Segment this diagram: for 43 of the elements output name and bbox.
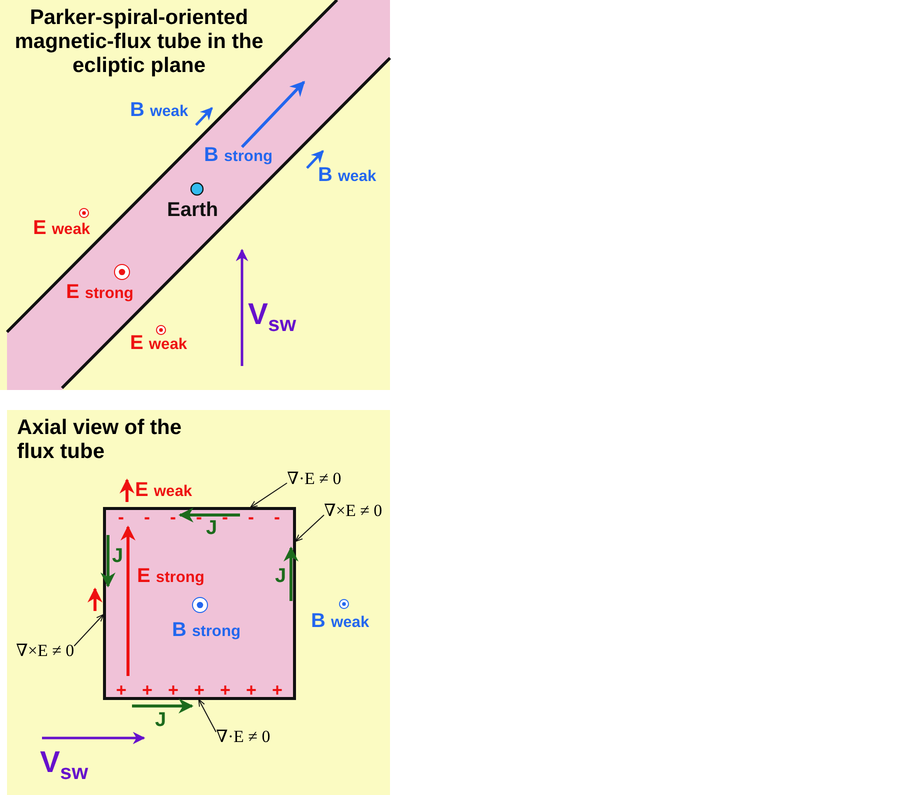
leader-line — [198, 698, 216, 732]
diagram-panel — [7, 410, 390, 795]
flux-tube-square — [103, 507, 296, 700]
charge-sign: - — [144, 508, 150, 526]
charge-sign: + — [194, 681, 205, 699]
charge-sign: + — [116, 681, 127, 699]
field-label: B weak — [318, 165, 376, 185]
planet-label: Earth — [167, 200, 218, 220]
charge-sign: - — [170, 508, 176, 526]
panel-title: Parker-spiral-oriented magnetic-flux tube in the ecliptic plane — [14, 6, 264, 78]
equation-label: ∇·E ≠ 0 — [216, 728, 270, 745]
charge-sign: - — [196, 508, 202, 526]
leader-line — [74, 614, 104, 646]
field-label: B strong — [172, 620, 241, 640]
field-label: E strong — [66, 282, 134, 302]
charge-sign: - — [274, 508, 280, 526]
field-label: B weak — [311, 611, 370, 631]
charge-sign: - — [248, 508, 254, 526]
leader-line — [250, 482, 288, 508]
equation-label: ∇×E ≠ 0 — [324, 502, 382, 519]
field-label: E strong — [137, 566, 204, 586]
equation-label: ∇·E ≠ 0 — [287, 470, 342, 487]
field-label: E weak — [135, 480, 192, 500]
charge-sign: + — [168, 681, 179, 699]
current-label: J — [275, 566, 286, 586]
leader-line — [295, 514, 324, 542]
panel-title: Axial view of the flux tube — [17, 416, 183, 464]
velocity-label: V$_{sw}$ — [248, 300, 296, 335]
charge-sign: - — [222, 508, 228, 526]
current-label: J — [206, 518, 218, 538]
field-label: B weak — [130, 100, 188, 120]
equation-label: ∇×E ≠ 0 — [16, 642, 74, 659]
charge-sign: + — [142, 681, 153, 699]
charge-sign: + — [246, 681, 257, 699]
charge-sign: - — [118, 508, 124, 526]
current-label: J — [112, 546, 124, 566]
field-label: E weak — [33, 218, 90, 238]
velocity-label: V$_{sw}$ — [40, 748, 88, 783]
field-label: E weak — [130, 333, 188, 353]
current-label: J — [155, 710, 166, 730]
charge-sign: + — [220, 681, 231, 699]
field-label: B strong — [204, 145, 273, 165]
charge-sign: + — [272, 681, 283, 699]
